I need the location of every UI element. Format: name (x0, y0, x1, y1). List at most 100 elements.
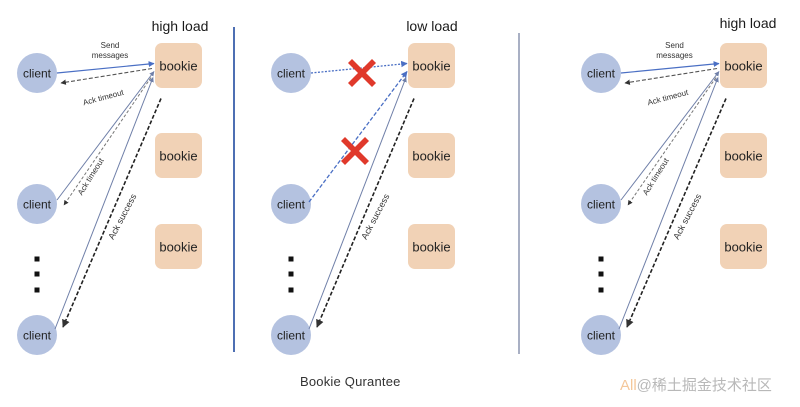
client-label: client (587, 329, 616, 343)
bookie-box (720, 133, 767, 178)
bookie-box (720, 224, 767, 269)
client-label: client (587, 67, 616, 81)
bookie-label: bookie (412, 240, 450, 255)
diagram-caption: Bookie Qurantee (300, 374, 401, 389)
red-x-icon (348, 59, 376, 87)
client-node: client (17, 315, 57, 355)
bookie-label: bookie (724, 149, 762, 164)
bookie-node: bookie (720, 133, 767, 178)
bookie-box (155, 224, 202, 269)
watermark: All@稀土掘金技术社区 (620, 374, 772, 395)
fail-x-shape (341, 137, 369, 165)
client-node: client (17, 53, 57, 93)
bookie-node: bookie (720, 43, 767, 88)
watermark-text: @稀土掘金技术社区 (636, 377, 772, 394)
send-arrow-client2 (56, 71, 155, 201)
bookie-label: bookie (412, 149, 450, 164)
bookie-node: bookie (155, 133, 202, 178)
panel-title: low load (406, 18, 457, 34)
send-label-line2: messages (656, 51, 692, 60)
ellipsis-dot (598, 287, 604, 293)
red-x-icon (341, 137, 369, 165)
client-circle (271, 184, 311, 224)
ellipsis-dot (34, 256, 40, 262)
bookie-label: bookie (724, 59, 762, 74)
ack-timeout-label-mid: Ack timeout (76, 156, 106, 197)
client-node: client (581, 53, 621, 93)
fail-x-shape (348, 59, 376, 87)
bookie-label: bookie (412, 59, 450, 74)
bookie-node: bookie (408, 43, 455, 88)
ellipsis-dot (34, 287, 40, 293)
bookie-node: bookie (408, 133, 455, 178)
ack-timeout-arrow (624, 67, 718, 85)
bookie-label: bookie (159, 59, 197, 74)
bookie-node: bookie (720, 224, 767, 269)
ellipsis-dot (34, 271, 40, 277)
ack-timeout-label: Ack timeout (82, 88, 125, 108)
client-circle (17, 184, 57, 224)
ellipsis-dot (288, 271, 294, 277)
ack-success-label: Ack success (671, 192, 704, 241)
send-label-line2: messages (92, 51, 128, 60)
send-arrow-failed-2 (308, 70, 408, 203)
ack-success-arrow (316, 98, 415, 328)
bookie-label: bookie (159, 149, 197, 164)
ellipsis-dot (598, 271, 604, 277)
client-label: client (277, 67, 306, 81)
client-circle (17, 315, 57, 355)
client-node: client (271, 184, 311, 224)
send-messages-arrow (620, 61, 720, 74)
ack-timeout-arrow-client2 (627, 77, 717, 206)
vertical-ellipsis-icon (288, 256, 294, 293)
ellipsis-dot (288, 256, 294, 262)
vertical-ellipsis-icon (598, 256, 604, 293)
vertical-ellipsis-icon (34, 256, 40, 293)
watermark-prefix: All (620, 377, 637, 394)
bookie-box (155, 43, 202, 88)
bookie-box (720, 43, 767, 88)
client-node: client (17, 184, 57, 224)
client-circle (581, 315, 621, 355)
bookie-node: bookie (155, 224, 202, 269)
send-arrow-client3 (308, 77, 407, 330)
panel-title: high load (152, 18, 209, 34)
ack-success-arrow (62, 98, 162, 328)
panel-1: high load bookie bookie bookie client client c… (17, 18, 208, 355)
ack-timeout-label: Ack timeout (647, 88, 690, 108)
client-label: client (23, 198, 52, 212)
client-node: client (581, 184, 621, 224)
ack-success-arrow (626, 98, 727, 328)
panel-3: high loadbookiebookiebookieclientclientc… (581, 15, 776, 355)
send-arrow-client2 (620, 71, 720, 201)
client-circle (581, 184, 621, 224)
client-label: client (277, 329, 306, 343)
bookie-box (408, 224, 455, 269)
client-label: client (23, 67, 52, 81)
ack-timeout-label-mid: Ack timeout (641, 156, 671, 197)
client-label: client (23, 329, 52, 343)
client-node: client (581, 315, 621, 355)
client-circle (271, 315, 311, 355)
client-circle (17, 53, 57, 93)
ellipsis-dot (598, 256, 604, 262)
client-node: client (271, 53, 311, 93)
client-circle (581, 53, 621, 93)
client-circle (271, 53, 311, 93)
bookie-box (408, 133, 455, 178)
ack-timeout-arrow (60, 67, 153, 85)
bookie-box (408, 43, 455, 88)
panel-2: low load bookie bookie bookie client client cl… (271, 18, 458, 355)
bookie-node: bookie (155, 43, 202, 88)
send-label-line1: Send (665, 41, 684, 50)
client-label: client (277, 198, 306, 212)
client-node: client (271, 315, 311, 355)
ellipsis-dot (288, 287, 294, 293)
send-arrow-client3 (54, 77, 154, 330)
send-messages-arrow (56, 61, 155, 74)
client-label: client (587, 198, 616, 212)
ack-timeout-arrow-client2 (63, 77, 152, 206)
bookie-node: bookie (408, 224, 455, 269)
bookie-label: bookie (724, 240, 762, 255)
